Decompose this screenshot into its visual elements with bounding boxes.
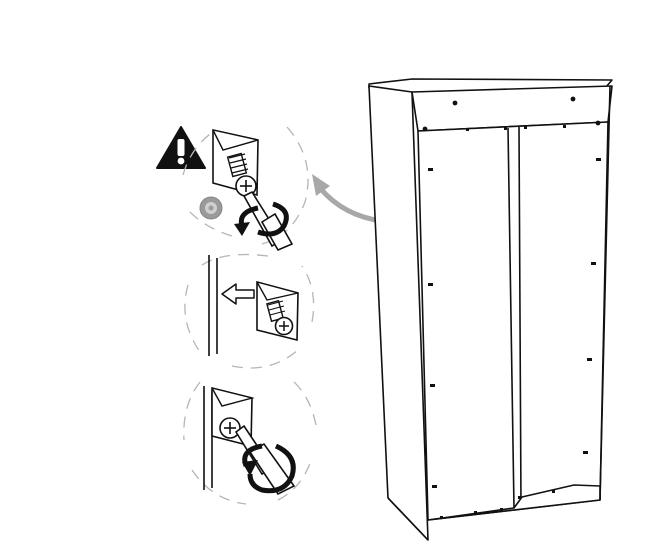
rotate-arrow-icon [242, 443, 296, 494]
side-panel-edge [208, 255, 218, 356]
step-1-detail [182, 126, 309, 252]
cabinet-center-divider [507, 127, 515, 509]
screw-icon [266, 299, 294, 336]
cabinet-fasteners [422, 96, 601, 519]
step-3-dash-ring [183, 379, 317, 505]
cabinet-back-view [368, 78, 613, 541]
side-panel-edge [203, 386, 213, 490]
insert-arrow-icon [221, 283, 255, 305]
step-2-detail [184, 253, 315, 369]
warning-icon [156, 126, 206, 169]
disc-icon [199, 196, 223, 220]
screw-icon [219, 417, 241, 439]
rotate-arrow-icon [234, 201, 289, 237]
screw-icon [226, 152, 257, 197]
step-3-detail [183, 379, 317, 505]
